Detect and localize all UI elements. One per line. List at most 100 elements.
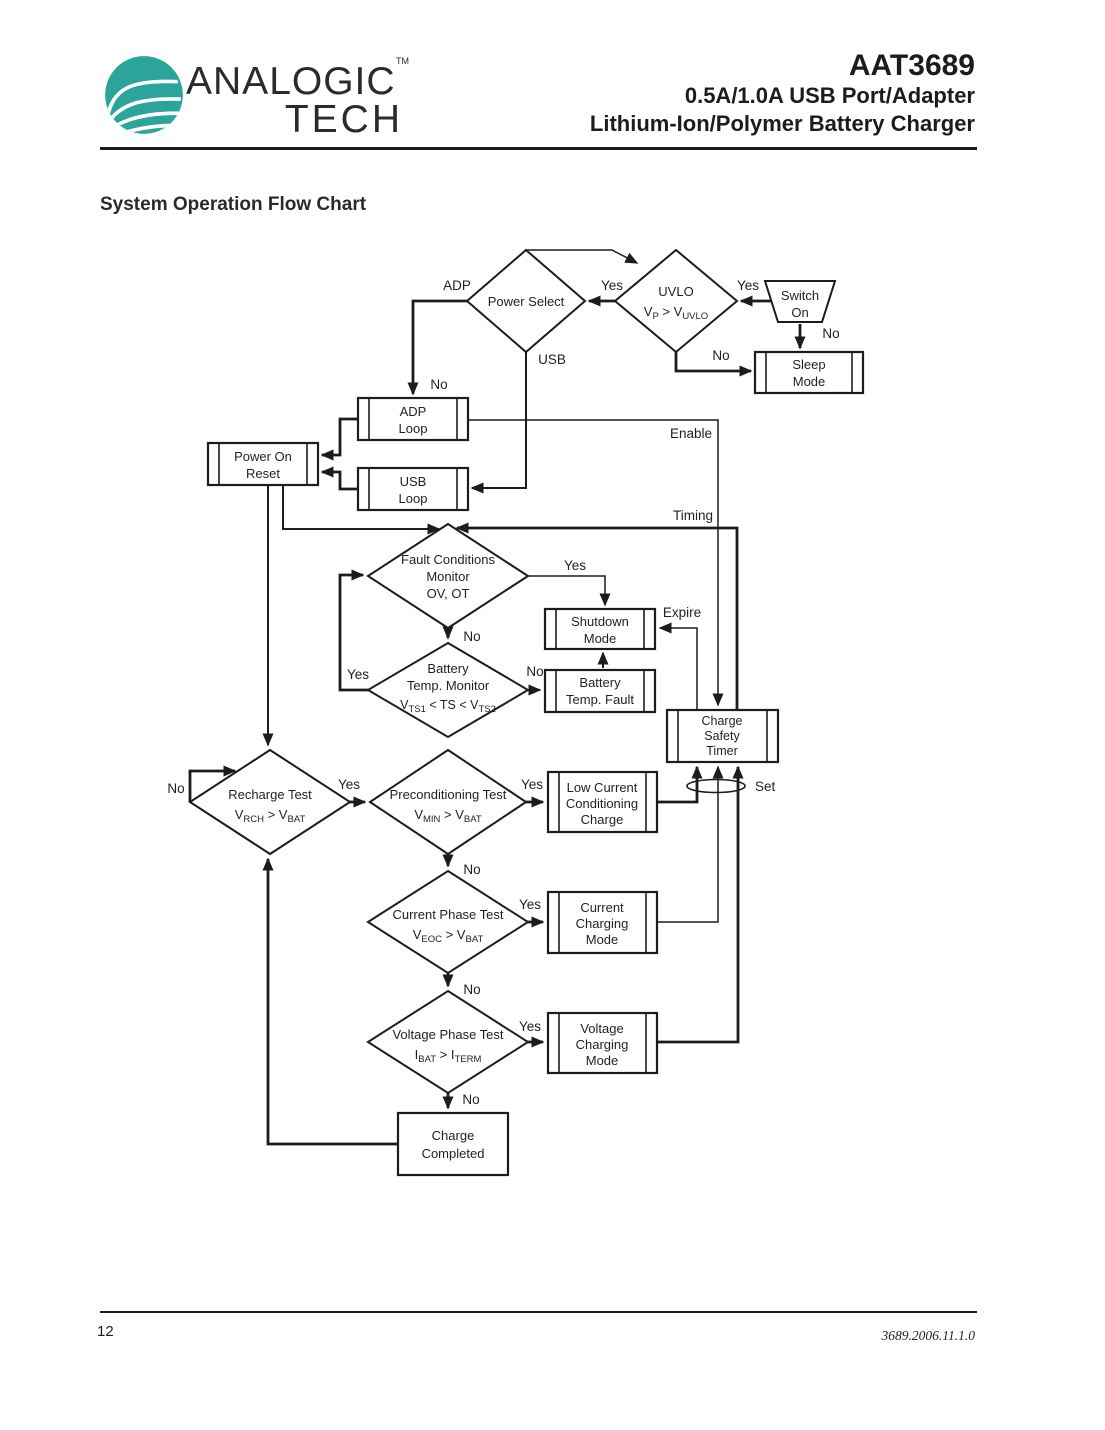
edge-timing-to-faultmonitor xyxy=(455,522,739,710)
label-expire: Expire xyxy=(663,605,701,620)
svg-text:Loop: Loop xyxy=(399,491,428,506)
edge-recharge-no-selfloop xyxy=(188,765,237,802)
set-junction-oval xyxy=(686,778,746,794)
recharge-test-formula: VRCH > VBAT xyxy=(235,807,306,825)
svg-text:Mode: Mode xyxy=(793,374,826,389)
svg-text:Temp. Monitor: Temp. Monitor xyxy=(407,678,490,693)
shutdown-mode-box xyxy=(543,607,657,651)
label-yes-uvlo: Yes xyxy=(601,278,623,293)
charge-safety-timer-label: Charge xyxy=(702,714,743,728)
voltage-phase-test-label: Voltage Phase Test xyxy=(392,1027,503,1042)
edge-timer-expire-to-shutdown xyxy=(658,622,698,710)
edge-lowcurrent-set-timer xyxy=(657,765,703,804)
preconditioning-test-formula: VMIN > VBAT xyxy=(414,807,482,825)
current-phase-test-label: Current Phase Test xyxy=(392,907,503,922)
label-no-switchon: No xyxy=(822,326,839,341)
power-select-label: Power Select xyxy=(488,294,565,309)
fault-monitor-diamond xyxy=(366,522,530,630)
voltage-phase-test-diamond xyxy=(366,989,530,1095)
edge-currentcharging-set-timer xyxy=(657,765,724,923)
svg-text:Reset: Reset xyxy=(246,466,280,481)
adp-loop-box xyxy=(356,396,470,442)
label-no-powerselect: No xyxy=(430,377,447,392)
uvlo-label: UVLO xyxy=(658,284,693,299)
charge-completed-box xyxy=(396,1111,510,1177)
page-number: 12 xyxy=(97,1323,114,1340)
footer-rule xyxy=(100,1311,977,1313)
edge-completed-to-recharge xyxy=(262,857,398,1146)
battery-temp-fault-box xyxy=(543,668,657,714)
power-select-diamond xyxy=(465,248,587,354)
analogictech-logo-icon xyxy=(105,56,183,134)
fault-monitor-label: Fault Conditions xyxy=(401,552,495,567)
edge-adploop-to-poweronreset xyxy=(320,417,358,461)
usb-loop-label: USB xyxy=(400,474,427,489)
subtitle-line2: Lithium-Ion/Polymer Battery Charger xyxy=(589,111,975,136)
edge-faultmonitor-yes-to-shutdown xyxy=(528,575,611,607)
label-timing: Timing xyxy=(673,508,713,523)
svg-text:Charging: Charging xyxy=(576,916,629,931)
switch-on-trapezoid xyxy=(763,280,837,323)
edge-powerselect-adp-to-adploop xyxy=(407,299,467,396)
recharge-test-diamond xyxy=(188,748,352,856)
label-yes-current: Yes xyxy=(519,897,541,912)
voltage-charging-mode-box xyxy=(546,1011,659,1075)
recharge-test-label: Recharge Test xyxy=(228,787,312,802)
label-set: Set xyxy=(755,779,776,794)
doc-version: 3689.2006.11.1.0 xyxy=(881,1328,976,1343)
edge-powerselect-top-to-uvlo xyxy=(526,249,639,264)
charge-safety-timer-box xyxy=(665,708,780,764)
battery-temp-monitor-formula: VTS1 < TS < VTS2 xyxy=(400,698,496,715)
power-on-reset-label: Power On xyxy=(234,449,292,464)
edge-usbloop-to-poweronreset xyxy=(320,466,358,491)
label-no-fault: No xyxy=(463,629,480,644)
charge-completed-label: Charge xyxy=(432,1128,475,1143)
label-no-current: No xyxy=(463,982,480,997)
label-yes-temp: Yes xyxy=(347,667,369,682)
svg-text:Charge: Charge xyxy=(581,812,624,827)
label-adp: ADP xyxy=(443,278,471,293)
voltage-phase-test-formula: IBAT > ITERM xyxy=(415,1047,482,1065)
edge-voltagecharging-set-timer xyxy=(657,765,744,1044)
current-phase-test-formula: VEOC > VBAT xyxy=(413,927,484,945)
flow-node-text: Power Select UVLO VP > VUVLO Switch On S… xyxy=(228,284,825,1161)
svg-text:Loop: Loop xyxy=(399,421,428,436)
edge-enable-to-timer xyxy=(468,419,724,707)
label-no-uvlo: No xyxy=(712,348,729,363)
flow-shapes xyxy=(188,248,865,1177)
adp-loop-label: ADP xyxy=(400,404,427,419)
svg-text:Temp. Fault: Temp. Fault xyxy=(566,692,634,707)
svg-text:Safety: Safety xyxy=(704,729,740,743)
logo-text-tech: TECH xyxy=(284,98,403,141)
logo-trademark: TM xyxy=(396,56,409,66)
label-yes-precond: Yes xyxy=(521,777,543,792)
label-no-recharge: No xyxy=(167,781,184,796)
edge-poweronreset-to-faultmonitor xyxy=(282,485,441,535)
svg-text:Mode: Mode xyxy=(584,631,617,646)
voltage-charging-mode-label: Voltage xyxy=(580,1021,623,1036)
svg-text:Mode: Mode xyxy=(586,1053,619,1068)
svg-text:Timer: Timer xyxy=(706,744,737,758)
low-current-conditioning-box xyxy=(546,770,659,834)
uvlo-diamond xyxy=(613,248,739,354)
edge-tempmonitor-yes-to-faultmonitor xyxy=(338,569,368,692)
label-enable: Enable xyxy=(670,426,712,441)
battery-temp-monitor-label: Battery xyxy=(427,661,469,676)
label-yes-recharge: Yes xyxy=(338,777,360,792)
battery-temp-fault-label: Battery xyxy=(579,675,621,690)
svg-text:Mode: Mode xyxy=(586,932,619,947)
subtitle-line1: 0.5A/1.0A USB Port/Adapter xyxy=(684,83,975,108)
label-yes-voltage: Yes xyxy=(519,1019,541,1034)
label-usb: USB xyxy=(538,352,566,367)
flow-edges xyxy=(188,249,806,1146)
flow-edge-labels: ADP Yes Yes No No USB No Enable Timing Y… xyxy=(167,278,839,1107)
svg-text:Monitor: Monitor xyxy=(426,569,470,584)
svg-text:Conditioning: Conditioning xyxy=(566,796,638,811)
battery-temp-monitor-diamond xyxy=(366,641,530,739)
low-current-conditioning-label: Low Current xyxy=(567,780,638,795)
uvlo-formula: VP > VUVLO xyxy=(644,304,708,322)
edge-powerselect-usb-to-usbloop xyxy=(470,352,527,494)
svg-text:Completed: Completed xyxy=(422,1146,485,1161)
